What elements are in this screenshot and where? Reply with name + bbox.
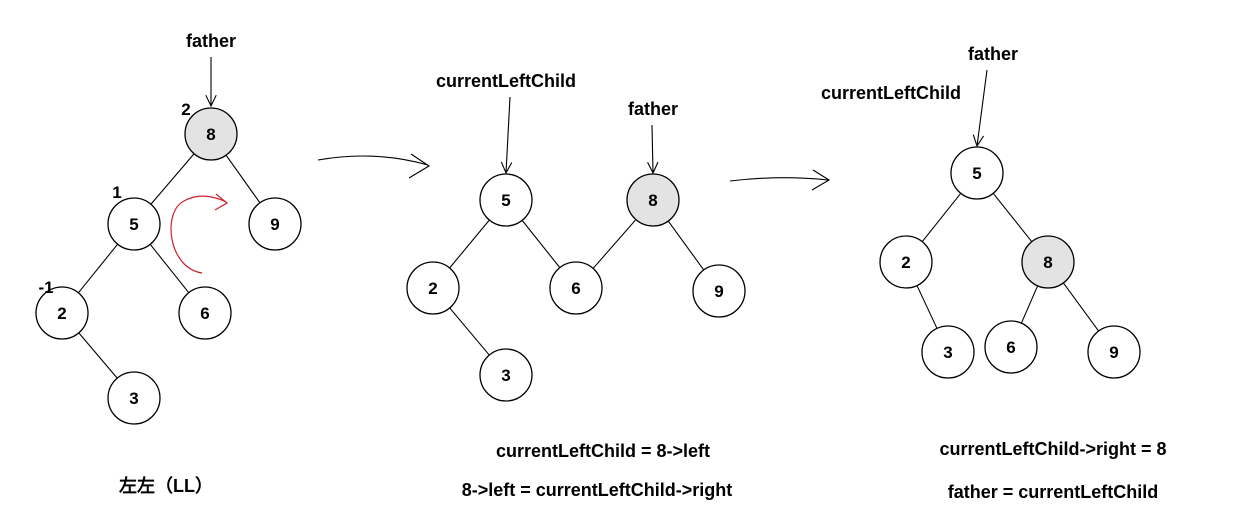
step1-edge-n5-n2 [449, 219, 490, 269]
step1-edge-n5-n6 [521, 220, 561, 268]
before-node-n2 [35, 286, 89, 340]
step2-node-n6 [984, 320, 1038, 374]
step1-node-n6 [549, 261, 603, 315]
before-node-n9 [248, 197, 302, 251]
before-node-n6 [178, 286, 232, 340]
step1-pointer-label-1: father [628, 99, 678, 119]
transition-arrow-2 [729, 177, 829, 182]
step2-node-n2 [879, 235, 933, 289]
step1-node-n3 [479, 348, 533, 402]
step2-pointer-label-1: currentLeftChild [821, 83, 961, 103]
transition-arrow-1 [317, 155, 429, 166]
step2-pointer-label-0: father [968, 44, 1018, 64]
step2-caption-0: currentLeftChild->right = 8 [939, 439, 1166, 459]
step2-edge-n2-n3 [916, 285, 938, 329]
step2-node-n9 [1087, 325, 1141, 379]
before-node-label-n3: 3 [129, 389, 138, 408]
before-balance-factor-n8: 2 [181, 100, 190, 119]
step1-node-label-n9: 9 [714, 282, 723, 301]
nodes-layer [35, 107, 1141, 425]
step1-node-label-n3: 3 [501, 366, 510, 385]
edges-layer [77, 153, 1100, 379]
step2-node-n8 [1021, 235, 1075, 289]
before-node-label-n5: 5 [129, 215, 138, 234]
step1-node-n9 [692, 264, 746, 318]
step2-edge-n8-n9 [1062, 282, 1100, 332]
before-node-label-n2: 2 [57, 304, 66, 323]
step1-node-label-n6: 6 [571, 279, 580, 298]
step2-caption-1: father = currentLeftChild [948, 482, 1159, 502]
step2-node-label-n5: 5 [972, 164, 981, 183]
before-node-n3 [107, 371, 161, 425]
step1-node-label-n5: 5 [501, 191, 510, 210]
step1-edge-n8-n9 [667, 220, 705, 271]
before-pointer-label-0: father [186, 31, 236, 51]
before-pointer-arrowhead-0 [205, 94, 217, 108]
before-edge-n5-n6 [149, 243, 190, 294]
before-edge-n8-n5 [150, 153, 195, 205]
step2-pointer-arrowhead-0 [972, 134, 985, 148]
transition-arrow-1-head [408, 153, 431, 179]
before-edge-n2-n3 [78, 332, 118, 379]
before-node-label-n8: 8 [206, 125, 215, 144]
step1-pointer-arrowhead-1 [647, 161, 659, 175]
transition-arrow-2-head [811, 169, 831, 191]
step1-edge-n2-n3 [449, 307, 490, 356]
step1-pointer-line-1 [651, 124, 654, 174]
step1-node-label-n8: 8 [648, 191, 657, 210]
before-edge-n8-n9 [225, 154, 261, 204]
step2-edge-n5-n8 [992, 192, 1033, 243]
step1-node-n2 [406, 261, 460, 315]
step1-node-label-n2: 2 [428, 279, 437, 298]
rotation-hint-arrow-head [214, 193, 229, 211]
before-node-n5 [107, 197, 161, 251]
before-caption-0: 左左（LL） [119, 475, 213, 496]
before-balance-factor-n5: 1 [112, 183, 121, 202]
before-balance-factor-n2: -1 [38, 278, 53, 297]
pointers-layer [205, 57, 988, 175]
before-edge-n5-n2 [77, 243, 119, 294]
step1-pointer-label-0: currentLeftChild [436, 71, 576, 91]
before-node-n8 [184, 107, 238, 161]
step2-node-label-n2: 2 [901, 253, 910, 272]
step2-pointer-line-0 [976, 69, 988, 147]
step1-pointer-line-0 [505, 96, 511, 174]
before-node-label-n9: 9 [270, 215, 279, 234]
step1-caption-0: currentLeftChild = 8->left [496, 441, 710, 461]
step2-node-n3 [921, 325, 975, 379]
step2-node-label-n9: 9 [1109, 343, 1118, 362]
rotation-hint-arrow [170, 195, 227, 274]
step2-edge-n8-n6 [1020, 285, 1039, 324]
step1-pointer-arrowhead-0 [500, 161, 513, 175]
step1-caption-1: 8->left = currentLeftChild->right [462, 480, 733, 500]
before-node-label-n6: 6 [200, 304, 209, 323]
step2-node-label-n6: 6 [1006, 338, 1015, 357]
step2-node-label-n3: 3 [943, 343, 952, 362]
step2-edge-n5-n2 [921, 192, 962, 243]
step1-edge-n8-n6 [592, 219, 637, 269]
step2-node-label-n8: 8 [1043, 253, 1052, 272]
